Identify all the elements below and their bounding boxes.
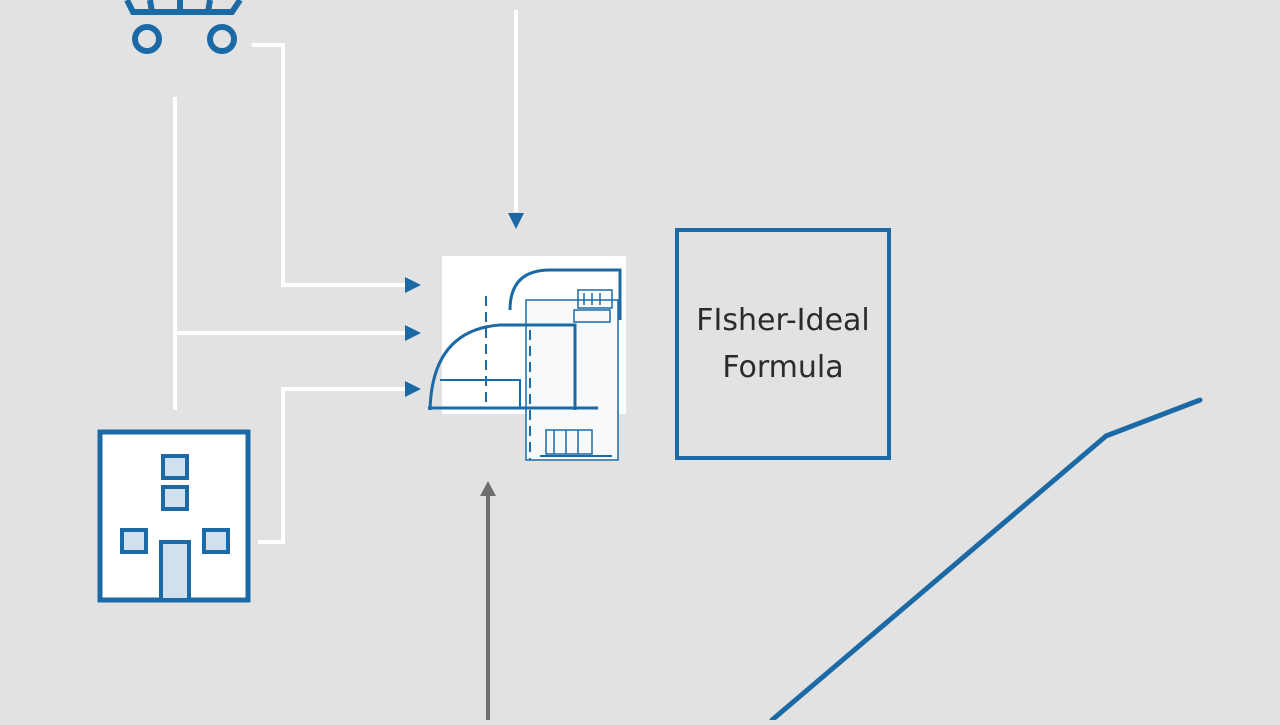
arrowhead-row-2 xyxy=(405,325,421,341)
formula-box: FIsher-Ideal Formula xyxy=(675,228,891,460)
input-arrow xyxy=(480,481,496,720)
arrowhead-row-1 xyxy=(405,277,421,293)
formula-label: FIsher-Ideal Formula xyxy=(696,303,870,385)
connector-building-to-center xyxy=(258,387,405,544)
arrowhead-row-3 xyxy=(405,381,421,397)
trend-line xyxy=(769,397,1203,723)
connector-lines xyxy=(173,10,518,544)
shopping-cart-icon xyxy=(124,0,243,54)
processing-machine-icon xyxy=(428,256,626,461)
arrowhead-top xyxy=(508,213,524,229)
building-icon xyxy=(97,429,251,603)
arrowheads xyxy=(405,213,524,397)
connector-cart-to-center xyxy=(252,43,405,287)
